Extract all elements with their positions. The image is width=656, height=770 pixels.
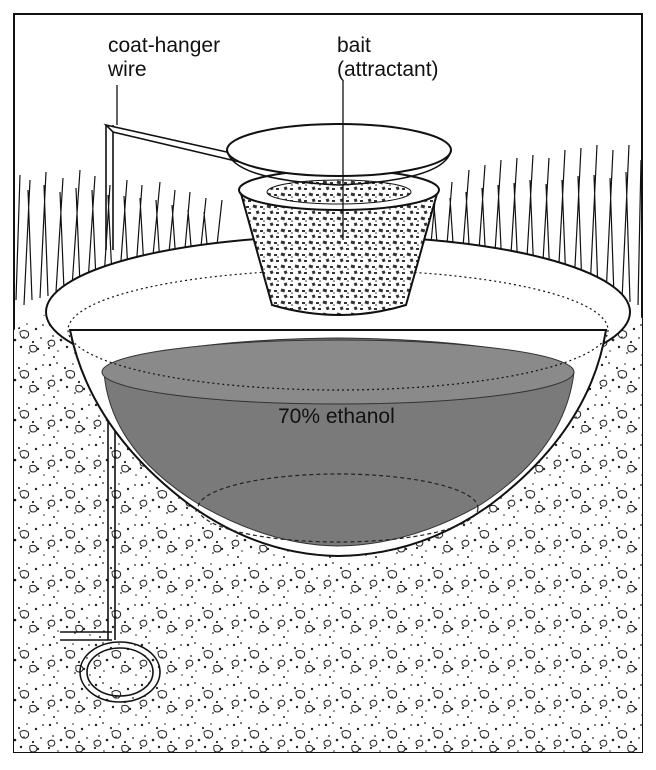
label-bait: bait: [337, 34, 371, 57]
label-wire: wire: [107, 58, 147, 81]
label-attractant: (attractant): [337, 58, 439, 81]
label-ethanol: 70% ethanol: [278, 405, 395, 428]
liquid-surface: [102, 340, 574, 404]
label-coat-hanger: coat-hanger: [108, 34, 220, 57]
